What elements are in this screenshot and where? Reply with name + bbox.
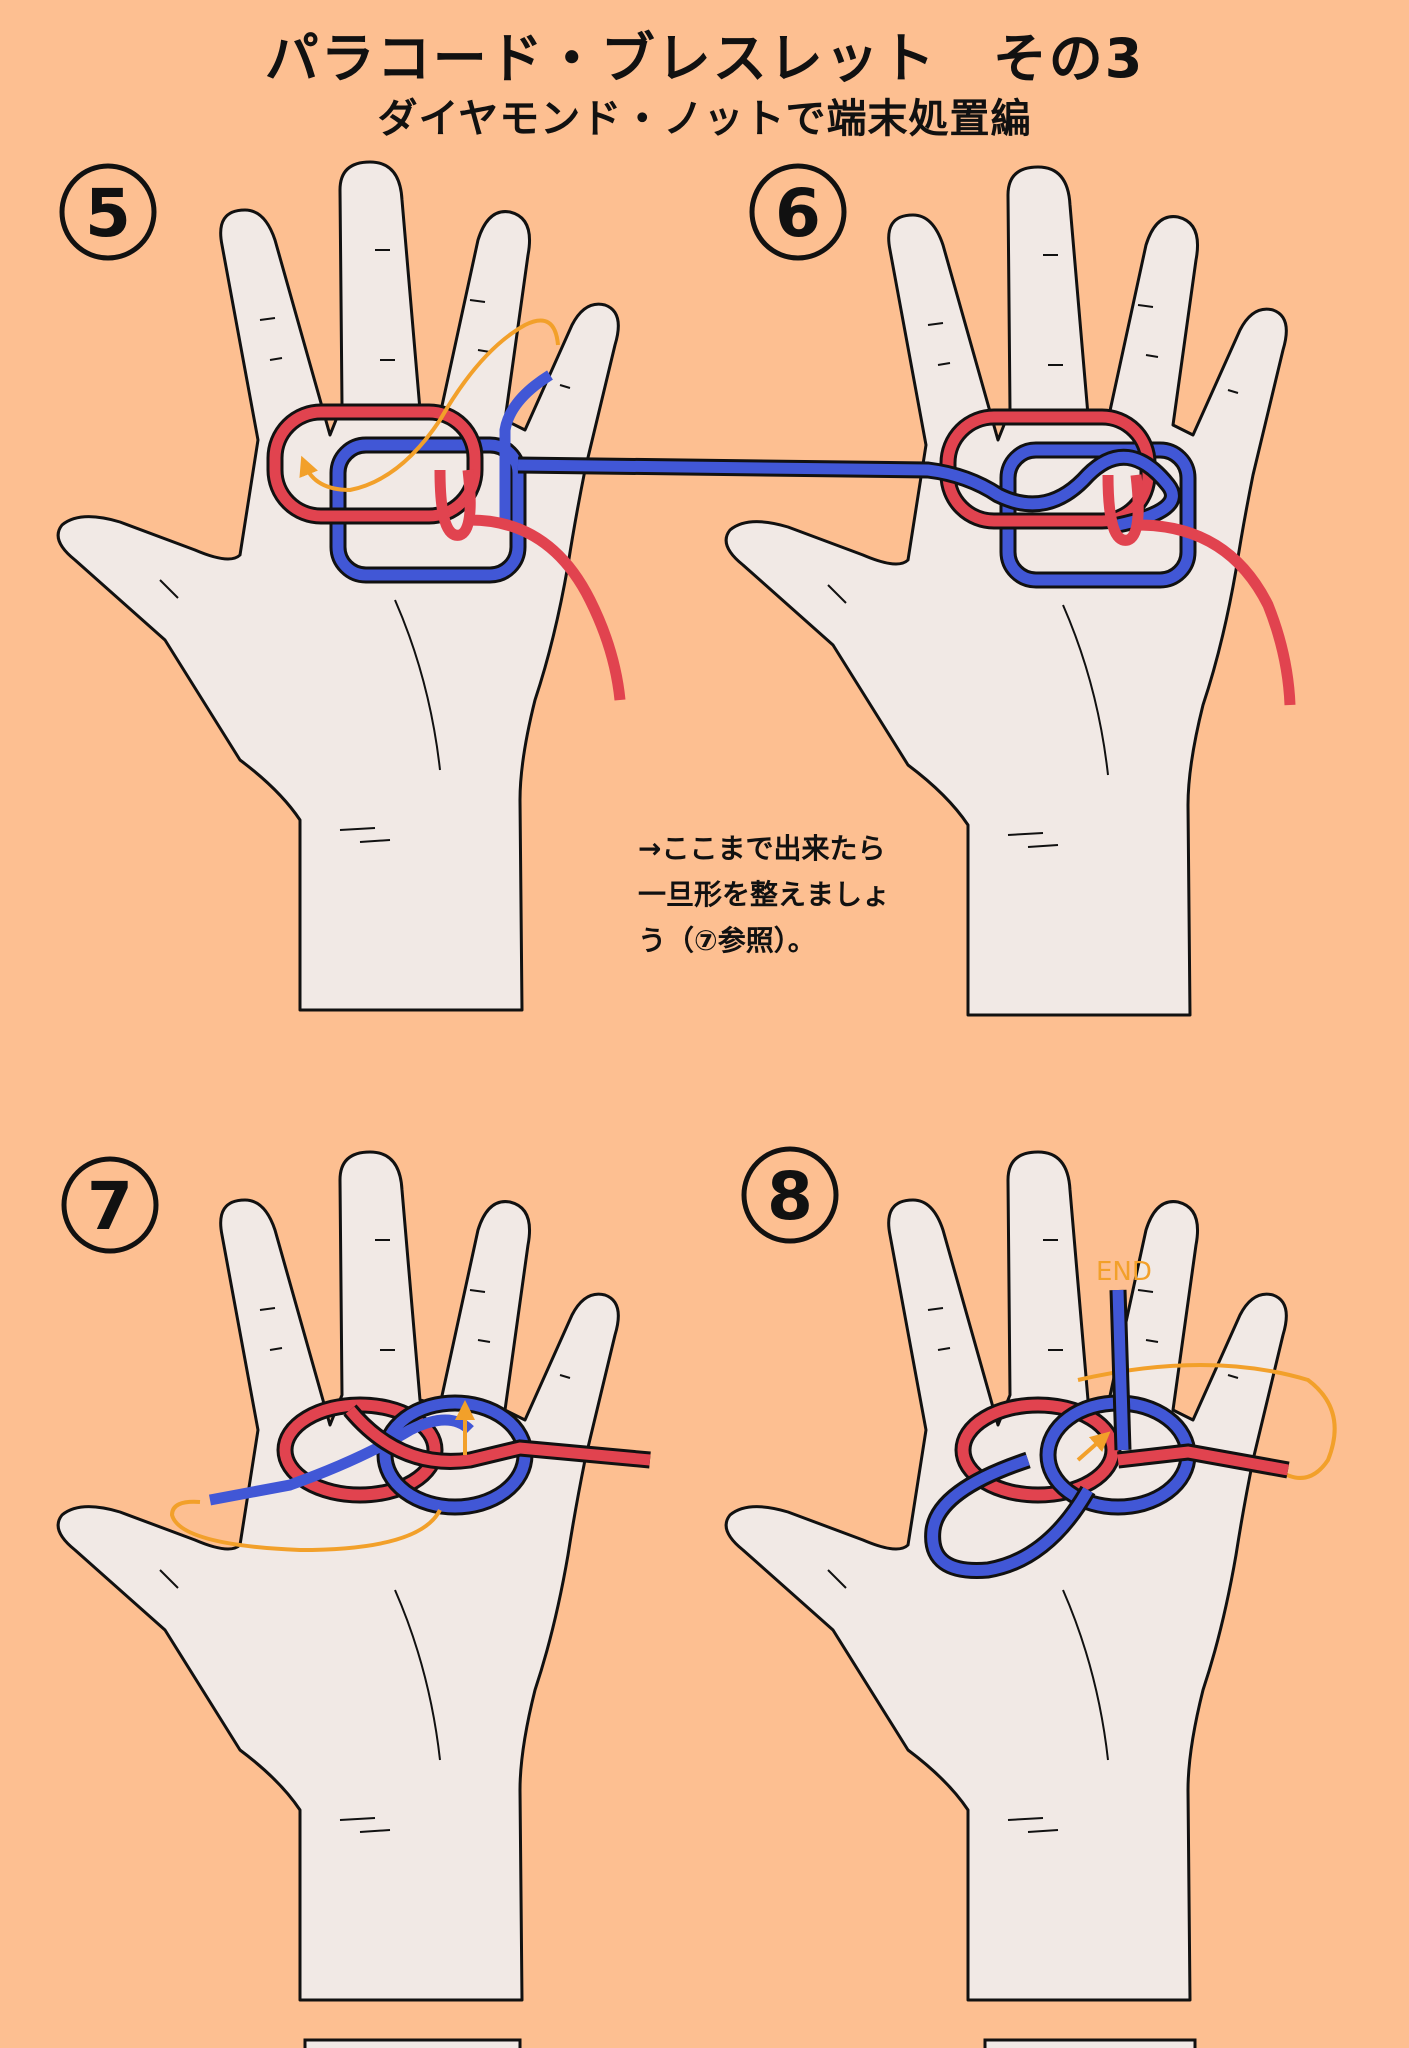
step-8-number-circle [741, 1146, 839, 1244]
step-6-panel: 6 [517, 163, 1296, 1017]
note-line: 一旦形を整えましょ [638, 878, 891, 911]
step-7-red-end [345, 1406, 651, 1467]
next-panel-edge-right [983, 2038, 1197, 2048]
step-8-number: 8 [767, 1158, 813, 1235]
step-8-blue-end [927, 1454, 1093, 1576]
step-8-panel: END 8 [724, 1146, 1337, 2002]
step-7-panel: 7 [56, 1150, 651, 2002]
step-8-blue-end-up [1112, 1289, 1129, 1451]
step-7-red-loop [279, 1399, 441, 1501]
step-5-red-cord [269, 406, 481, 522]
step-6-blue-working-end [517, 451, 1178, 531]
step-5-panel: 5 [56, 160, 626, 1012]
step-8-hand [724, 1150, 1288, 2002]
step-5-guide-arrow [299, 318, 560, 493]
step-7-blue-end [208, 1414, 474, 1506]
step-6-number-circle [749, 163, 847, 261]
step-7-number: 7 [87, 1168, 133, 1245]
step-5-number-circle [59, 163, 157, 261]
step-7-guide-curve [169, 1499, 442, 1553]
step-6-number: 6 [775, 175, 821, 252]
page-title: パラコード・ブレスレット その3 [264, 27, 1145, 90]
step-5-hand [56, 160, 620, 1012]
step-8-guide-arrow [1076, 1431, 1111, 1462]
instruction-note: →ここまで出来たら 一旦形を整えましょ う（⑦参照）。 [638, 826, 938, 964]
step-7-hand [56, 1150, 620, 2002]
step-7-number-circle [61, 1156, 159, 1254]
step-8-red-loop [957, 1399, 1119, 1501]
note-line: う（⑦参照）。 [638, 924, 816, 957]
step-5-number: 5 [85, 175, 131, 252]
next-panel-edge-left [303, 2038, 522, 2048]
page-subtitle: ダイヤモンド・ノットで端末処置編 [377, 96, 1032, 142]
step-8-guide-curve [1077, 1363, 1337, 1480]
note-line: →ここまで出来たら [638, 832, 886, 865]
step-8-end-label: END [1096, 1257, 1152, 1287]
step-8-red-end [1117, 1446, 1289, 1476]
